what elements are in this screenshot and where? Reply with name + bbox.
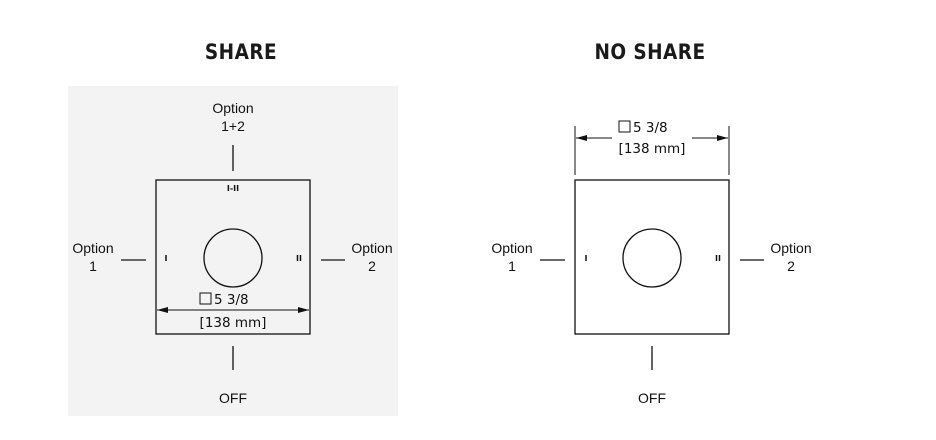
square-outline-icon [618, 120, 631, 133]
share-dimension-arrow [157, 307, 309, 313]
share-knob-hole [203, 228, 263, 288]
share-left-label-line1: Option [72, 240, 113, 256]
no-share-bottom-label: OFF [638, 390, 666, 406]
no-share-title: NO SHARE [594, 40, 706, 64]
share-top-label-line2: 1+2 [221, 118, 245, 134]
share-top-label-line1: Option [212, 100, 253, 116]
no-share-dim-metric: [138 mm] [619, 141, 686, 157]
share-dim-metric: [138 mm] [200, 315, 267, 331]
share-right-label-line2: 2 [368, 258, 376, 274]
no-share-dim-imperial: 5 3/8 [633, 120, 668, 136]
share-left-tick: I [165, 254, 168, 263]
share-title: SHARE [204, 40, 278, 64]
no-share-right-tick: II [715, 254, 721, 263]
no-share-right-label-line2: 2 [787, 258, 795, 274]
no-share-left-label-line1: Option [491, 240, 532, 256]
share-bottom-label: OFF [219, 390, 247, 406]
no-share-left-label-line2: 1 [508, 258, 516, 274]
square-outline-icon [199, 292, 212, 305]
no-share-left-tick: I [585, 254, 588, 263]
share-right-label-line1: Option [351, 240, 392, 256]
share-diagram: Option 1+2 I-II I II Option 1 Option 2 5… [72, 100, 392, 406]
share-left-label-line2: 1 [89, 258, 97, 274]
no-share-dimension-arrow [574, 126, 730, 175]
share-right-tick: II [296, 254, 302, 263]
no-share-knob-hole [622, 228, 682, 288]
share-top-tick: I-II [227, 184, 239, 193]
share-plate-outline [155, 179, 311, 335]
share-dim-imperial: 5 3/8 [214, 292, 249, 308]
no-share-right-label-line1: Option [770, 240, 811, 256]
no-share-diagram: 5 3/8 [138 mm] I II Option 1 Option 2 OF… [491, 120, 811, 406]
no-share-plate-outline [574, 179, 730, 335]
